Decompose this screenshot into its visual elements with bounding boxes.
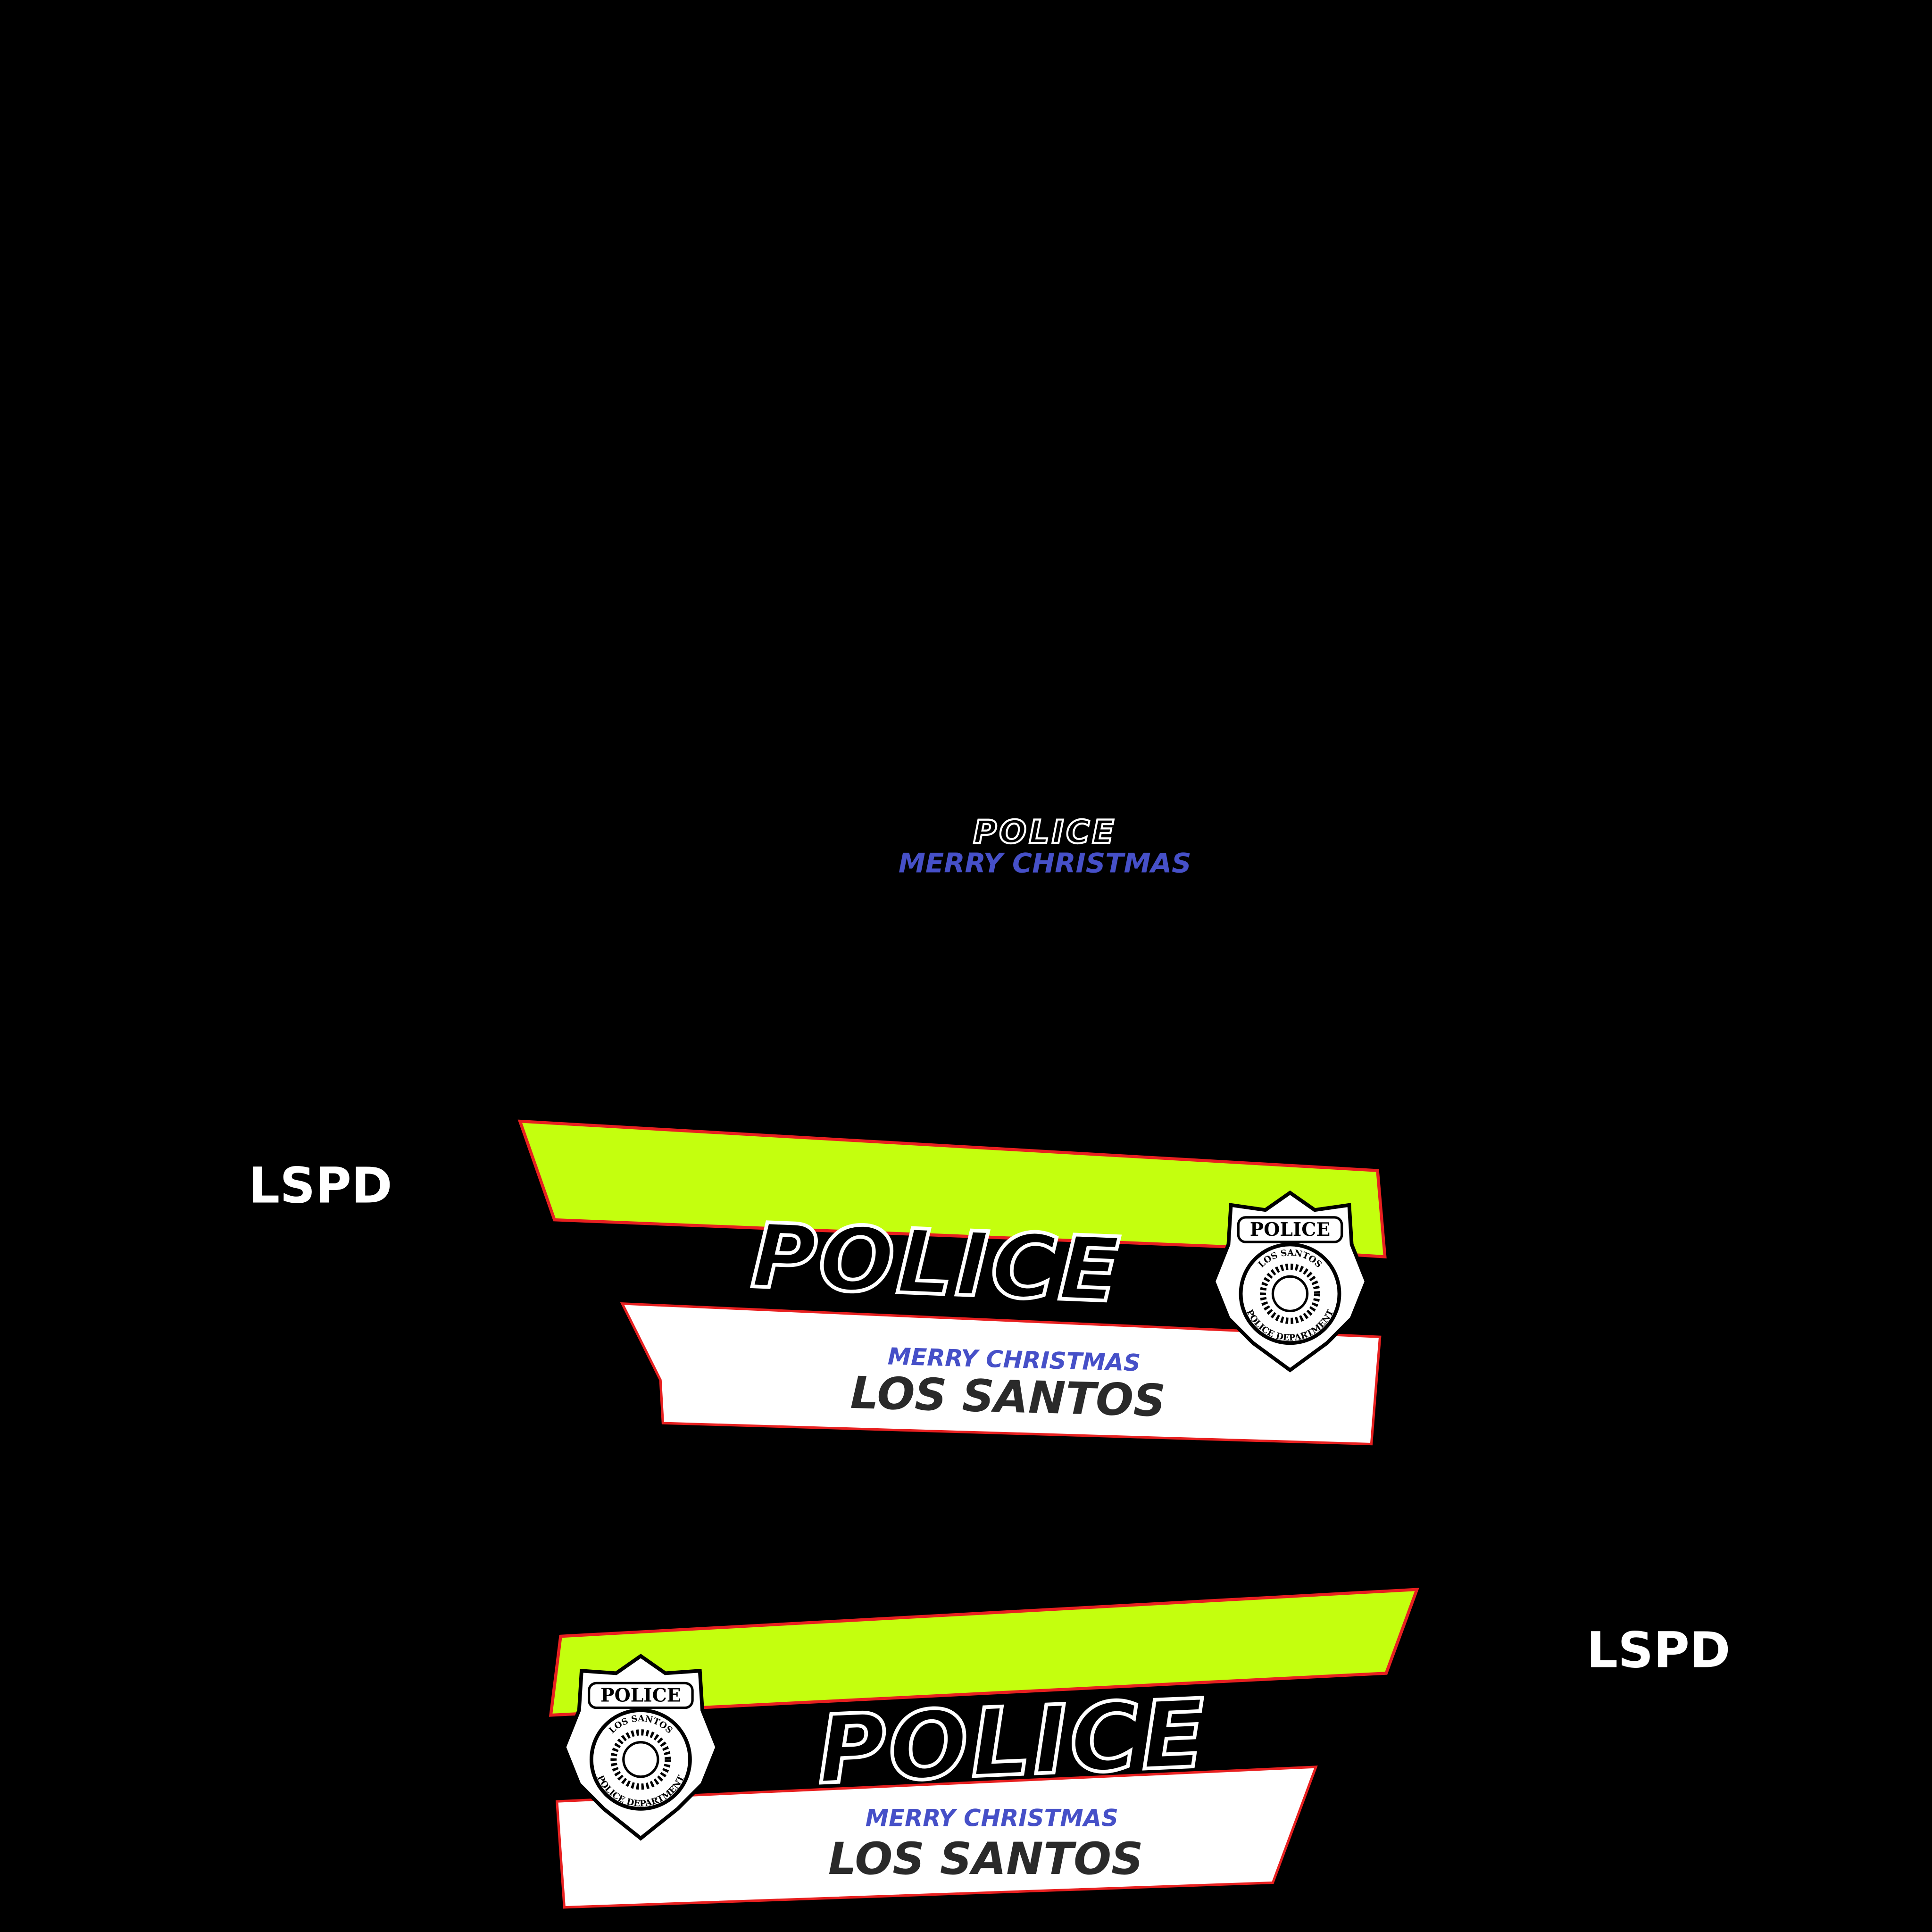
police-text: POLICE [749,1204,1124,1322]
police-text: POLICE [815,1679,1210,1805]
lspd-badge-icon: LOS SANTOS POLICE DEPARTMENT POLICE [562,1654,719,1841]
panel-white [555,1765,1318,1909]
lspd-badge-icon: LOS SANTOS POLICE DEPARTMENT POLICE [1211,1190,1369,1373]
top-greeting-text: MERRY CHRISTMAS [899,847,1191,879]
livery-lower: POLICE MERRY CHRISTMAS LOS SANTOS LOS SA… [549,1588,1419,1909]
stripe-yellow [549,1588,1419,1717]
badge-top-text: POLICE [600,1685,681,1707]
livery-upper: POLICE MERRY CHRISTMAS LOS SANTOS LOS SA… [517,1119,1387,1446]
greeting-text: MERRY CHRISTMAS [866,1804,1118,1832]
city-text: LOS SANTOS [850,1367,1166,1427]
lspd-tag-left: LSPD [249,1157,392,1215]
city-text: LOS SANTOS [828,1833,1143,1885]
top-police-text: POLICE [973,814,1116,851]
lspd-tag-right: LSPD [1587,1621,1731,1679]
badge-top-text: POLICE [1250,1219,1330,1241]
greeting-text: MERRY CHRISTMAS [887,1343,1141,1377]
